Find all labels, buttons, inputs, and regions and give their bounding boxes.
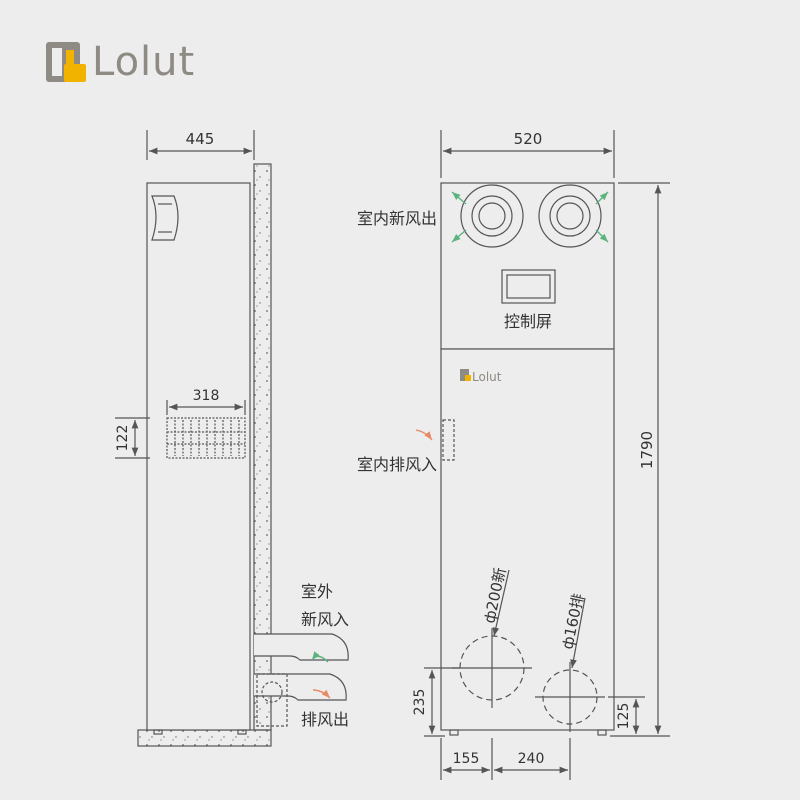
brand-logo-icon	[46, 42, 86, 82]
side-width-dim: 445	[186, 130, 215, 148]
brand-logo-text: Lolut	[92, 39, 196, 85]
exhaust-duct	[254, 673, 347, 701]
side-unit-body	[146, 182, 251, 731]
label-outdoor-fresh-in-line1: 室外	[301, 582, 333, 601]
label-indoor-fresh-out: 室内新风出	[357, 209, 437, 228]
side-grille	[166, 417, 246, 459]
side-view	[115, 130, 349, 747]
dim-left-offset: 155	[453, 751, 480, 767]
dim-left-pipe-height: 235	[412, 689, 428, 716]
label-indoor-exhaust-in: 室内排风入	[357, 455, 437, 474]
dim-pipe-spacing: 240	[518, 751, 545, 767]
indoor-exhaust-intake	[442, 419, 455, 461]
front-height-dim: 1790	[638, 431, 656, 469]
side-top-outlet	[151, 195, 179, 241]
front-upper-panel	[440, 182, 615, 350]
side-grille-width-dim: 318	[193, 388, 220, 404]
front-badge-text: Lolut	[472, 370, 502, 384]
front-width-dim: 520	[514, 130, 543, 148]
fresh-air-outlet-left	[460, 184, 524, 248]
brand-logo: Lolut	[46, 42, 195, 82]
front-view	[415, 130, 670, 780]
floor-slab	[137, 729, 272, 747]
front-lower-panel	[440, 348, 615, 731]
label-control-screen: 控制屏	[504, 312, 552, 331]
label-exhaust-out: 排风出	[301, 710, 349, 729]
dim-right-pipe-height: 125	[616, 703, 632, 730]
front-brand-badge	[460, 369, 471, 381]
control-screen	[501, 269, 556, 304]
fresh-air-outlet-right	[538, 184, 602, 248]
side-grille-height-dim: 122	[115, 425, 131, 452]
label-outdoor-fresh-in-line2: 新风入	[301, 610, 349, 629]
outdoor-fresh-duct	[254, 633, 349, 661]
